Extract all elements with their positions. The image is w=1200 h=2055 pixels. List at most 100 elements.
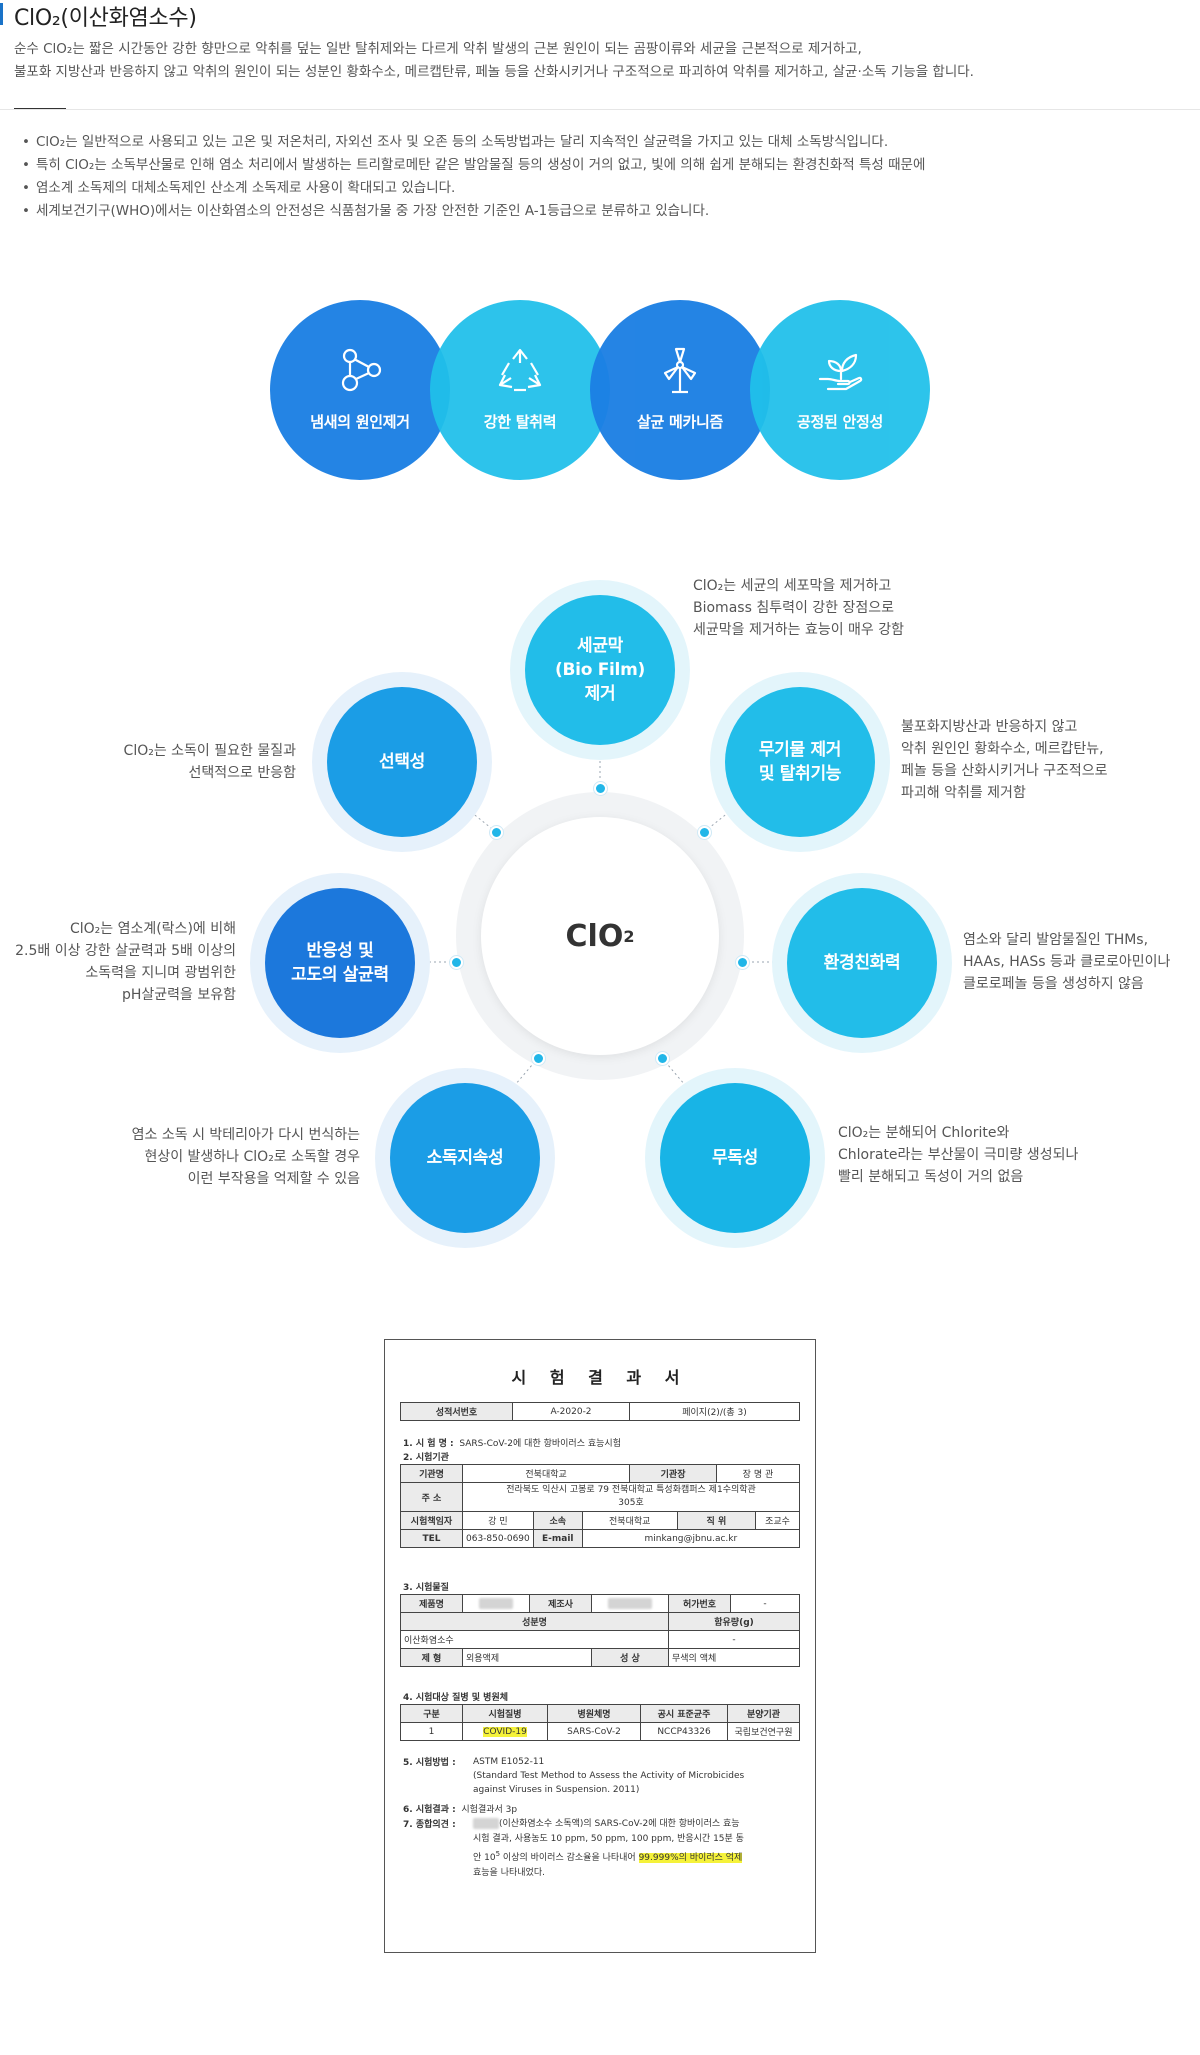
test-report-document: 시 험 결 과 서 성적서번호 A-2020-2 페이지(2)/(총 3) 1.… xyxy=(384,1339,816,1953)
material-table: 제품명 제조사 허가번호 - 성분명 함유량(g) 이산화염소수 - 제 형 외… xyxy=(400,1594,800,1667)
node-label-line: 무기물 제거 xyxy=(758,740,842,760)
report-page-value: 페이지(2)/(총 3) xyxy=(629,1402,800,1421)
pathogen-cell: COVID-19 xyxy=(462,1722,548,1741)
feature-label: 냄새의 원인제거 xyxy=(310,412,410,431)
desc-line: 악취 원인인 황화수소, 메르캅탄뉴, xyxy=(901,741,1104,757)
report-number-table: 성적서번호 A-2020-2 페이지(2)/(총 3) xyxy=(400,1402,800,1421)
desc-line: 페놀 등을 산화시키거나 구조적으로 xyxy=(901,763,1108,779)
method-line: (Standard Test Method to Assess the Acti… xyxy=(473,1771,745,1781)
pathogen-col-header: 구분 xyxy=(400,1704,463,1723)
opinion-line: 시험 결과, 사용농도 10 ppm, 50 ppm, 100 ppm, 반응시… xyxy=(473,1834,744,1844)
bullet-list: ClO₂는 일반적으로 사용되고 있는 고온 및 저온처리, 자외선 조사 및 … xyxy=(22,131,1192,223)
desc-line: 세균막을 제거하는 효능이 매우 강함 xyxy=(693,622,904,638)
section-label: 4. 시험대상 질병 및 병원체 xyxy=(403,1693,509,1703)
component-header: 성분명 xyxy=(400,1612,669,1631)
method-line: against Viruses in Suspension. 2011) xyxy=(473,1785,640,1795)
title-accent-bar xyxy=(0,3,3,25)
permit-header: 허가번호 xyxy=(668,1594,731,1613)
bullet-item-continued: 염소계 소독제의 대체소독제인 산소계 소독제로 사용이 확대되고 있습니다. xyxy=(22,177,1192,200)
maker-value-redacted xyxy=(591,1594,669,1613)
node-label-line: 소독지속성 xyxy=(426,1148,504,1168)
section-label: 7. 종합의견 : xyxy=(403,1820,456,1830)
desc-line: pH살균력을 보유함 xyxy=(121,987,236,1003)
feature-label: 강한 탈취력 xyxy=(483,412,557,431)
feature-label: 살균 메카니즘 xyxy=(637,412,723,431)
org-head: 장 명 관 xyxy=(715,1464,801,1483)
desc-selectivity: ClO₂는 소독이 필요한 물질과 선택적으로 반응함 xyxy=(60,740,296,784)
feature-strong-deodorizing: 강한 탈취력 xyxy=(430,300,610,480)
dept-value: 전북대학교 xyxy=(581,1511,678,1530)
opinion-line: 효능을 나타내었다. xyxy=(473,1868,545,1878)
dept-header: 소속 xyxy=(532,1511,583,1530)
desc-line: 선택적으로 반응함 xyxy=(188,765,297,781)
section-value: 시험결과서 3p xyxy=(461,1805,518,1815)
desc-line: 2.5배 이상 강한 살균력과 5배 이상의 xyxy=(15,943,236,959)
bullet-item: 특히 ClO₂는 소독부산물로 인해 염소 처리에서 발생하는 트리할로메탄 같… xyxy=(22,154,1192,177)
position-value: 조교수 xyxy=(755,1511,800,1530)
report-section-6: 6. 시험결과 : 시험결과서 3p xyxy=(403,1802,517,1815)
report-section-4: 4. 시험대상 질병 및 병원체 xyxy=(403,1690,508,1703)
ring-dot xyxy=(736,956,749,969)
node-label-line: 세균막 xyxy=(576,636,624,656)
desc-line: Biomass 침투력이 강한 장점으로 xyxy=(693,600,895,616)
opinion-superscript: 5 xyxy=(495,1850,501,1858)
tel-header: TEL xyxy=(400,1529,463,1548)
bullet-item: 세계보건기구(WHO)에서는 이산화염소의 안전성은 식품첨가물 중 가장 안전… xyxy=(22,200,1192,223)
page-title: ClO₂(이산화염소수) xyxy=(14,6,197,31)
desc-line: Chlorate라는 부산물이 극미량 생성되나 xyxy=(838,1147,1079,1163)
section-label: 1. 시 험 명 : xyxy=(403,1439,454,1449)
desc-eco-friendly: 염소와 달리 발암물질인 THMs, HAAs, HASs 등과 클로로아민이나… xyxy=(963,929,1170,995)
ring-dot xyxy=(450,956,463,969)
center-formula: ClO xyxy=(565,918,624,954)
feature-sterilization-mechanism: 살균 메카니즘 xyxy=(590,300,770,480)
product-value-redacted xyxy=(462,1594,530,1613)
report-section-3: 3. 시험물질 xyxy=(403,1580,449,1593)
org-table: 기관명 전북대학교 기관장 장 명 관 주 소 전라북도 익산시 고봉로 79 … xyxy=(400,1464,801,1548)
desc-line: 불포화지방산과 반응하지 않고 xyxy=(901,719,1078,735)
section-divider xyxy=(0,109,1200,110)
component-value: 이산화염소수 xyxy=(400,1630,669,1649)
bullet-item: ClO₂는 일반적으로 사용되고 있는 고온 및 저온처리, 자외선 조사 및 … xyxy=(22,131,1192,154)
responsible-name: 강 민 xyxy=(462,1511,534,1530)
pathogen-cell: 국립보건연구원 xyxy=(727,1722,800,1741)
pathogen-col-header: 병원체명 xyxy=(547,1704,641,1723)
org-address-header: 주 소 xyxy=(400,1482,463,1512)
property-header: 성 상 xyxy=(591,1648,669,1667)
address-line: 305호 xyxy=(618,1498,644,1508)
node-label-line: 및 탈취기능 xyxy=(758,764,842,784)
report-section-5-label: 5. 시험방법 : xyxy=(403,1755,456,1768)
amount-header: 함유량(g) xyxy=(668,1612,800,1631)
product-header: 제품명 xyxy=(400,1594,463,1613)
section-value: SARS-CoV-2에 대한 항바이러스 효능시험 xyxy=(459,1439,621,1449)
molecule-icon xyxy=(332,343,388,399)
amount-value: - xyxy=(668,1630,800,1649)
desc-line: HAAs, HASs 등과 클로로아민이나 xyxy=(963,954,1171,970)
pathogen-cell: SARS-CoV-2 xyxy=(547,1722,641,1741)
pathogen-table: 구분 시험질병 병원체명 공시 표준균주 분양기관 1 COVID-19 SAR… xyxy=(400,1704,800,1741)
tel-value: 063-850-0690 xyxy=(462,1529,534,1548)
permit-value: - xyxy=(730,1594,800,1613)
desc-line: ClO₂는 분해되어 Chlorite와 xyxy=(838,1125,1010,1141)
pathogen-cell: NCCP43326 xyxy=(640,1722,728,1741)
desc-nontoxic: ClO₂는 분해되어 Chlorite와 Chlorate라는 부산물이 극미량… xyxy=(838,1122,1078,1188)
desc-biofilm: ClO₂는 세균의 세포막을 제거하고 Biomass 침투력이 강한 장점으로… xyxy=(693,575,904,641)
node-label-line: 무독성 xyxy=(711,1148,759,1168)
section-label: 3. 시험물질 xyxy=(403,1583,449,1593)
report-section-5-value: ASTM E1052-11 (Standard Test Method to A… xyxy=(473,1755,744,1797)
section-label: 5. 시험방법 : xyxy=(403,1758,456,1768)
desc-line: 소독력을 지니며 광범위한 xyxy=(85,965,236,981)
desc-persistence: 염소 소독 시 박테리아가 다시 번식하는 현상이 발생하나 ClO₂로 소독할… xyxy=(60,1124,360,1190)
desc-line: ClO₂는 소독이 필요한 물질과 xyxy=(123,743,296,759)
desc-mineral: 불포화지방산과 반응하지 않고 악취 원인인 황화수소, 메르캅탄뉴, 페놀 등… xyxy=(901,716,1108,804)
feature-label: 공정된 안정성 xyxy=(797,412,883,431)
desc-line: 이런 부작용을 억제할 수 있음 xyxy=(187,1171,360,1187)
form-header: 제 형 xyxy=(400,1648,463,1667)
opinion-text: (이산화염소수 소독액)의 SARS-CoV-2에 대한 항바이러스 효능 xyxy=(499,1819,740,1829)
node-nontoxic: 무독성 xyxy=(660,1083,810,1233)
org-name: 전북대학교 xyxy=(461,1464,631,1483)
feature-odor-removal: 냄새의 원인제거 xyxy=(270,300,450,480)
form-value: 외용액제 xyxy=(462,1648,592,1667)
clo2-inner-circle xyxy=(481,817,719,1055)
feature-stability: 공정된 안정성 xyxy=(750,300,930,480)
